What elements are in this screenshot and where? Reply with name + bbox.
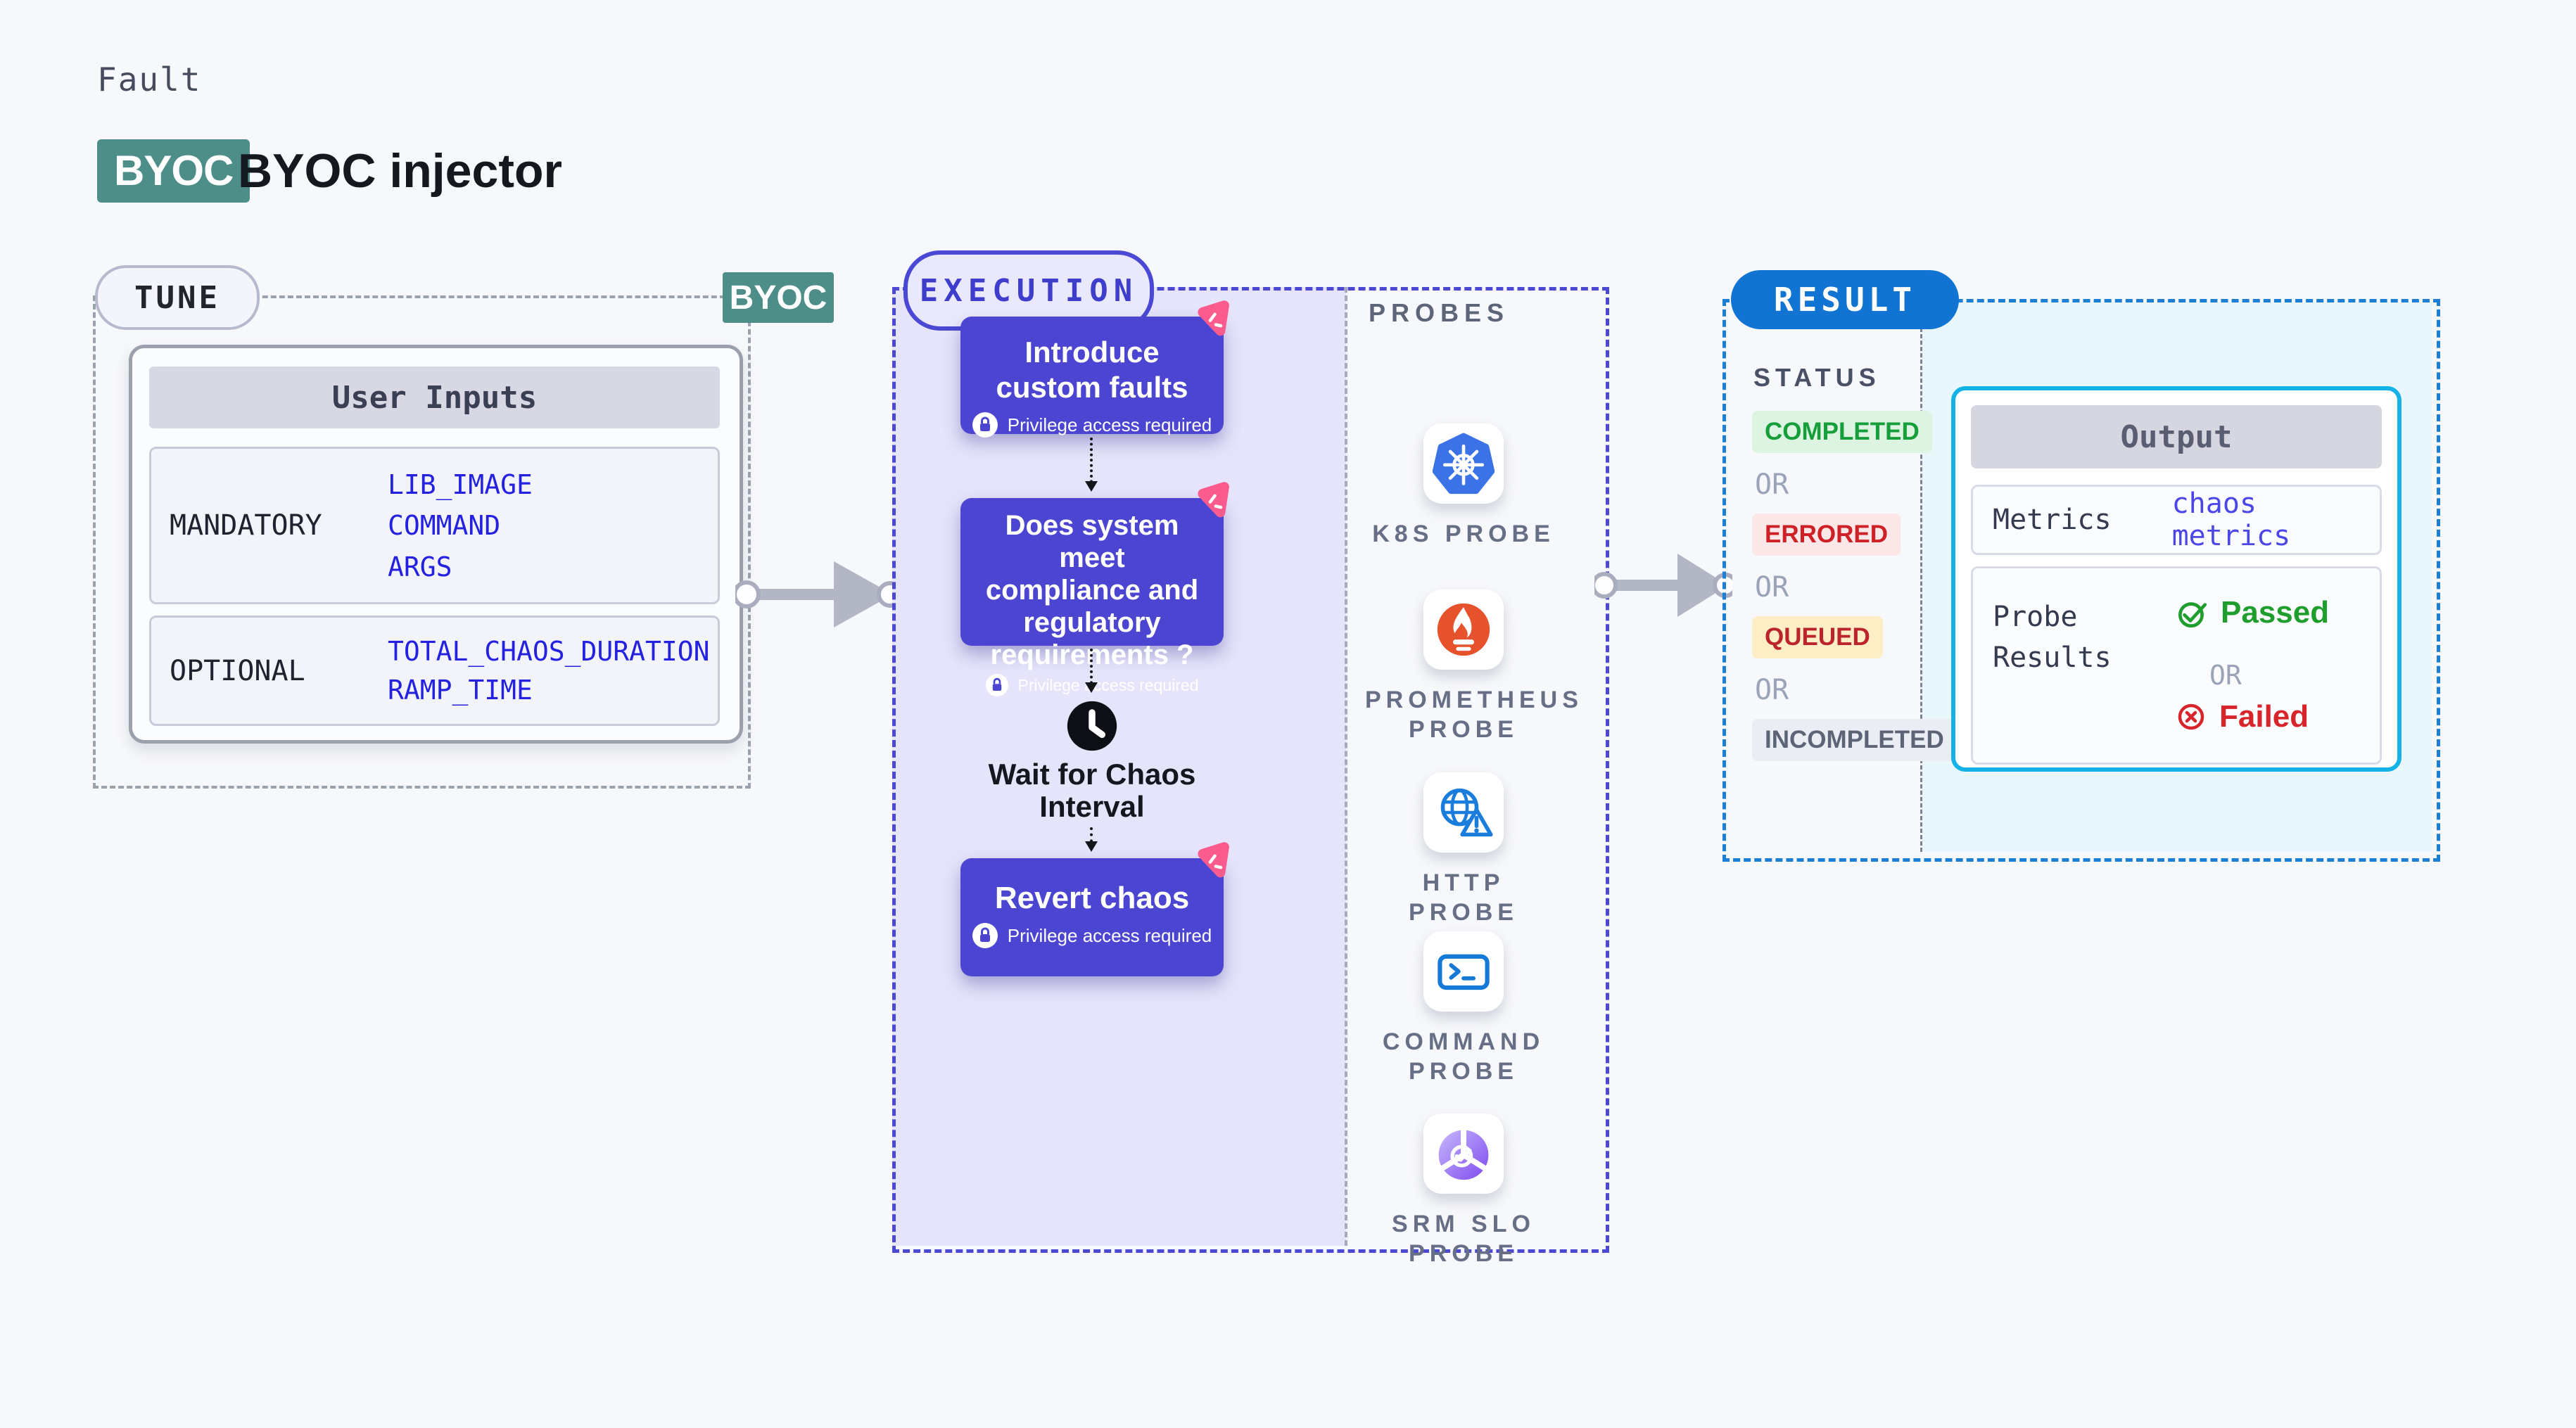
probe-tile [1423,589,1504,670]
dotted-connector [1085,649,1098,693]
execution-background [892,287,1346,1246]
probe-k8s: K8S PROBE [1365,423,1562,549]
clock-icon [1067,701,1117,751]
privilege-row: Privilege access required [960,674,1224,696]
probe-prometheus: PROMETHEUS PROBE [1365,589,1583,744]
step-compliance-check: Does system meet compliance and regulato… [960,482,1229,696]
probe-http: HTTP PROBE [1365,772,1562,927]
passed-label: Passed [2221,595,2330,630]
optional-row: OPTIONAL TOTAL_CHAOS_DURATION RAMP_TIME [149,616,720,726]
probes-heading: PROBES [1369,298,1510,327]
probe-tile [1423,1114,1504,1194]
optional-values: TOTAL_CHAOS_DURATION RAMP_TIME [388,618,718,724]
privilege-row: Privilege access required [960,412,1224,438]
input-var: TOTAL_CHAOS_DURATION [388,635,710,667]
or-separator: OR [1755,468,1789,501]
or-separator: OR [1755,674,1789,706]
step-revert-chaos: Revert chaos Privilege access required [960,842,1229,976]
user-inputs-header: User Inputs [149,366,720,428]
probe-label: HTTP PROBE [1409,869,1518,926]
probe-tile [1423,772,1504,853]
chaos-litmus-icon [1198,300,1229,336]
privilege-note: Privilege access required [1007,924,1212,946]
input-var: COMMAND [388,510,501,541]
wait-step-label: Wait for Chaos Interval [988,758,1196,823]
step-title: Does system meet compliance and regulato… [985,510,1199,670]
fault-eyebrow: Fault [97,60,202,98]
dotted-connector [1085,827,1098,852]
input-var: LIB_IMAGE [388,468,533,500]
privilege-note: Privilege access required [1017,675,1199,694]
input-var: ARGS [388,551,452,582]
mandatory-label: MANDATORY [170,509,322,542]
byoc-corner-badge: BYOC [723,272,834,323]
probe-results-label: Probe Results [1993,601,2112,674]
metrics-label: Metrics [1993,504,2112,536]
dotted-connector [1085,438,1098,492]
srm-slo-icon [1438,1127,1489,1180]
x-circle-icon [2178,703,2204,730]
probe-command: COMMAND PROBE [1365,931,1562,1086]
result-pill: RESULT [1731,270,1959,329]
lock-icon [985,674,1008,696]
output-card: Output Metrics chaos metrics Probe Resul… [1951,386,2401,772]
execution-section-box [892,287,1609,1253]
step-introduce-custom-faults: Introduce custom faults Privilege access… [960,300,1229,438]
probe-label: COMMAND PROBE [1382,1028,1545,1085]
status-heading: STATUS [1753,363,1881,392]
input-var: RAMP_TIME [388,675,533,706]
tune-section-box [93,295,751,789]
status-badge-queued: QUEUED [1752,616,1883,658]
result-divider [1920,302,1922,852]
probe-tile [1423,423,1504,504]
or-separator: OR [2209,660,2242,691]
status-badge-completed: COMPLETED [1752,411,1932,453]
check-circle-icon [2178,602,2207,628]
probe-results-row: Probe Results Passed OR Failed [1971,566,2382,765]
lock-icon [972,923,998,948]
terminal-icon [1438,954,1490,990]
optional-label: OPTIONAL [170,654,305,687]
kubernetes-icon [1432,433,1495,495]
metrics-row: Metrics chaos metrics [1971,485,2382,555]
failed-result: Failed [2174,699,2309,734]
page-title: BYOC injector [238,144,562,198]
probe-label: K8S PROBE [1372,521,1555,547]
status-badge-errored: ERRORED [1752,514,1901,556]
chaos-litmus-icon [1198,482,1229,518]
step-title: Introduce custom faults [996,336,1188,404]
status-badge-incompleted: INCOMPLETED [1752,719,1957,761]
prometheus-icon [1437,603,1490,656]
metrics-value: chaos metrics [2171,487,2291,552]
probe-label: PROMETHEUS PROBE [1365,687,1583,743]
privilege-row: Privilege access required [960,923,1224,948]
or-separator: OR [1755,571,1789,604]
privilege-note: Privilege access required [1007,414,1212,435]
probes-divider [1345,287,1347,1246]
passed-result: Passed [2174,595,2329,630]
probe-label: SRM SLO PROBE [1392,1211,1535,1267]
lock-icon [972,412,998,438]
output-header: Output [1971,405,2382,468]
probe-srm-slo: SRM SLO PROBE [1365,1114,1562,1268]
http-globe-icon [1440,788,1493,837]
mandatory-values: LIB_IMAGE COMMAND ARGS [388,449,718,602]
tune-pill: TUNE [95,265,260,330]
flow-arrow-icon [1594,554,1732,617]
probe-tile [1423,931,1504,1012]
mandatory-row: MANDATORY LIB_IMAGE COMMAND ARGS [149,447,720,604]
flow-arrow-icon [735,561,899,627]
step-title: Revert chaos [994,881,1190,915]
chaos-litmus-icon [1198,842,1229,878]
user-inputs-card: User Inputs MANDATORY LIB_IMAGE COMMAND … [129,345,743,744]
failed-label: Failed [2219,699,2309,734]
byoc-badge: BYOC [97,139,250,203]
result-section-box [1722,299,2440,862]
